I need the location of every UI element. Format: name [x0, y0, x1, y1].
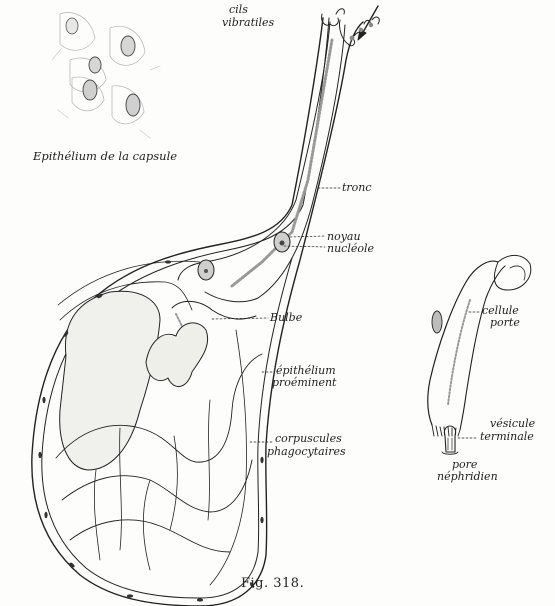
label-porte: porte [490, 317, 520, 329]
label-epithelium-proeminent-2: proéminent [272, 377, 336, 389]
label-cils: cils [229, 4, 248, 16]
label-terminale: terminale [480, 431, 534, 443]
label-bulbe: Bulbe [270, 312, 302, 324]
label-tronc: tronc [342, 182, 372, 194]
label-corpuscules: corpuscules [275, 433, 342, 445]
nephridium-main [32, 9, 379, 606]
label-vibratiles: vibratiles [222, 17, 274, 29]
label-vesicule: vésicule [490, 418, 535, 430]
figure-caption: Fig. 318. [241, 576, 304, 591]
capsule-epithelium-cells [52, 12, 160, 138]
label-epithelium-capsule: Epithélium de la capsule [33, 150, 177, 162]
label-phagocytaires: phagocytaires [267, 446, 346, 458]
label-nephridien: néphridien [437, 471, 498, 483]
label-nucleole: nucléole [327, 243, 374, 255]
